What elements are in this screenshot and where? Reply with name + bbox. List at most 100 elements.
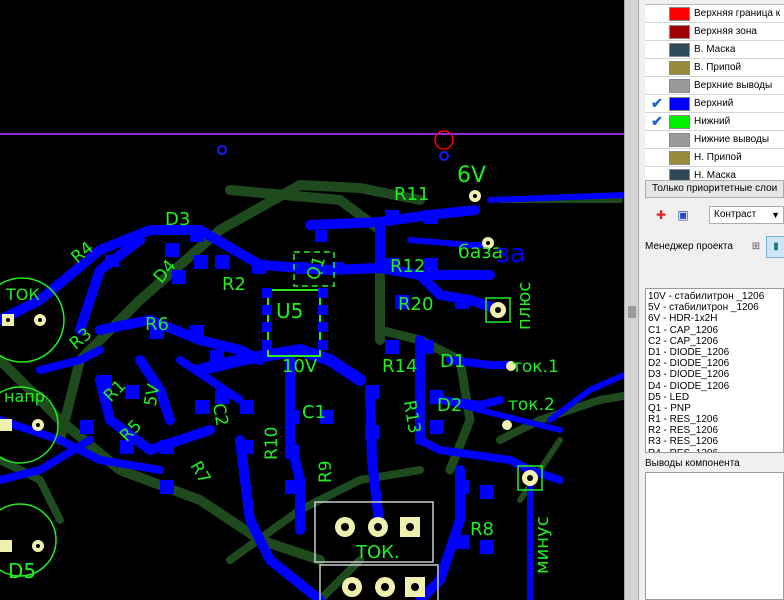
components-tab-icon[interactable]: ▮ bbox=[766, 236, 784, 258]
label-napr: напр bbox=[4, 387, 45, 406]
connector2-outline bbox=[319, 564, 439, 600]
component-list-item[interactable]: 6V - HDR-1x2H bbox=[648, 313, 718, 325]
layer-color-swatch[interactable] bbox=[669, 42, 690, 57]
layer-checkbox[interactable] bbox=[645, 5, 669, 22]
tht-pads bbox=[0, 190, 543, 597]
chevron-down-icon: ▼ bbox=[771, 210, 780, 220]
layer-row[interactable]: В. Маска bbox=[645, 41, 784, 59]
layer-color-swatch[interactable] bbox=[669, 114, 690, 129]
priority-layers-button[interactable]: Только приоритетные слои bbox=[645, 180, 784, 198]
label-q1: Q1 bbox=[303, 253, 330, 283]
label-tok2: ток.2 bbox=[508, 395, 555, 415]
splitter-grip[interactable] bbox=[628, 306, 636, 318]
layer-row[interactable]: Верхняя зона bbox=[645, 23, 784, 41]
layer-label: Верхний bbox=[694, 98, 734, 109]
view-mode-select[interactable]: Контраст ▼ bbox=[709, 206, 784, 224]
component-list-item[interactable]: 10V - стабилитрон _1206 bbox=[648, 291, 765, 302]
layer-color-swatch[interactable] bbox=[669, 24, 690, 39]
component-list-item[interactable]: Q1 - PNP bbox=[648, 402, 691, 414]
layer-settings-icon[interactable]: ▣ bbox=[677, 208, 689, 222]
layer-row[interactable]: Верхние выводы bbox=[645, 77, 784, 95]
pcb-drawing[interactable]: D3 D4 R4 R3 R2 Q1 R11 R12 R20 U5 R6 R1 5… bbox=[0, 0, 624, 600]
layer-label: В. Припой bbox=[694, 62, 742, 73]
label-baza: база bbox=[458, 241, 503, 263]
top-copper bbox=[0, 192, 624, 600]
layer-row[interactable]: Н. Припой bbox=[645, 149, 784, 167]
layer-checkbox[interactable] bbox=[645, 59, 669, 76]
label-tok-left: ТОК bbox=[5, 285, 40, 304]
component-list-item[interactable]: R4 - RES_1206 bbox=[648, 448, 783, 452]
component-pins-list[interactable] bbox=[645, 472, 784, 600]
layer-label: Верхние выводы bbox=[694, 80, 773, 91]
layer-color-swatch[interactable] bbox=[669, 60, 690, 75]
layer-row[interactable]: Нижние выводы bbox=[645, 131, 784, 149]
component-list-item[interactable]: 5V - стабилитрон _1206 bbox=[648, 302, 759, 314]
component-list-item[interactable]: D4 - DIODE_1206 bbox=[648, 380, 730, 392]
layer-checkbox[interactable] bbox=[645, 149, 669, 166]
checkmark-icon[interactable]: ✔ bbox=[651, 95, 663, 111]
layer-label: Верхняя граница к bbox=[694, 8, 781, 19]
layer-row[interactable]: Верхняя граница к bbox=[645, 5, 784, 23]
layer-label: Нижние выводы bbox=[694, 134, 770, 145]
component-list-item[interactable]: R1 - RES_1206 bbox=[648, 414, 719, 426]
label-plus: плюс bbox=[514, 282, 535, 330]
layer-color-swatch[interactable] bbox=[669, 132, 690, 147]
q1-outline bbox=[293, 251, 335, 287]
layer-label: Н. Маска bbox=[694, 170, 736, 181]
smd-pads bbox=[80, 210, 494, 554]
label-r20: R20 bbox=[398, 294, 433, 315]
layer-color-swatch[interactable] bbox=[669, 6, 690, 21]
label-r9: R9 bbox=[316, 460, 336, 483]
label-u5: U5 bbox=[276, 299, 303, 323]
label-r6: R6 bbox=[145, 314, 169, 335]
project-manager-header: Менеджер проекта ⊞ ▮ bbox=[645, 236, 784, 258]
layer-color-swatch[interactable] bbox=[669, 78, 690, 93]
component-list-item[interactable]: D3 - DIODE_1206 bbox=[648, 369, 730, 381]
component-list-item[interactable]: C1 - CAP_1206 bbox=[648, 324, 719, 336]
layer-checkbox[interactable] bbox=[645, 41, 669, 58]
silk-circles bbox=[0, 277, 65, 577]
label-r8: R8 bbox=[470, 519, 494, 540]
component-list-item[interactable]: D2 - DIODE_1206 bbox=[648, 358, 730, 370]
tok-connector-outline bbox=[314, 501, 434, 563]
label-minus: минус bbox=[532, 516, 553, 574]
add-layer-icon[interactable]: ✚ bbox=[655, 208, 667, 222]
checkmark-icon[interactable]: ✔ bbox=[651, 113, 663, 129]
cursor-marker bbox=[434, 130, 454, 150]
label-5v: 5V bbox=[141, 382, 165, 408]
layer-checkbox[interactable] bbox=[645, 131, 669, 148]
component-list-item[interactable]: R3 - RES_1206 bbox=[648, 436, 719, 448]
layer-checkbox[interactable] bbox=[645, 23, 669, 40]
pcb-canvas[interactable]: D3 D4 R4 R3 R2 Q1 R11 R12 R20 U5 R6 R1 5… bbox=[0, 0, 624, 600]
label-d3: D3 bbox=[165, 209, 190, 230]
layer-color-swatch[interactable] bbox=[669, 150, 690, 165]
view-mode-value: Контраст bbox=[714, 209, 757, 220]
label-r11: R11 bbox=[394, 184, 429, 205]
component-list-item[interactable]: C2 - CAP_1206 bbox=[648, 335, 719, 347]
label-6v: 6V bbox=[457, 163, 486, 188]
label-10v: 10V bbox=[282, 356, 318, 377]
component-list-item[interactable]: R2 - RES_1206 bbox=[648, 425, 719, 437]
label-r12: R12 bbox=[390, 256, 425, 277]
component-list-item[interactable]: D1 - DIODE_1206 bbox=[648, 346, 730, 358]
layer-label: Нижний bbox=[694, 116, 731, 127]
label-c1: C1 bbox=[302, 402, 326, 423]
u5-pads bbox=[262, 288, 328, 350]
silk-labels: D3 D4 R4 R3 R2 Q1 R11 R12 R20 U5 R6 R1 5… bbox=[4, 163, 559, 583]
layer-row[interactable]: ✔ Нижний bbox=[645, 113, 784, 131]
via bbox=[217, 145, 227, 155]
tree-view-icon[interactable]: ⊞ bbox=[751, 241, 761, 252]
label-r14: R14 bbox=[382, 356, 417, 377]
label-r4: R4 bbox=[67, 238, 97, 268]
component-list-item[interactable]: D5 - LED bbox=[648, 391, 690, 403]
layer-row[interactable]: В. Припой bbox=[645, 59, 784, 77]
panel-splitter[interactable] bbox=[624, 0, 639, 600]
top-layer-text: за bbox=[496, 239, 526, 269]
label-r10: R10 bbox=[262, 427, 282, 460]
layer-row[interactable]: ✔ Верхний bbox=[645, 95, 784, 113]
layer-color-swatch[interactable] bbox=[669, 96, 690, 111]
layer-checkbox[interactable] bbox=[645, 77, 669, 94]
